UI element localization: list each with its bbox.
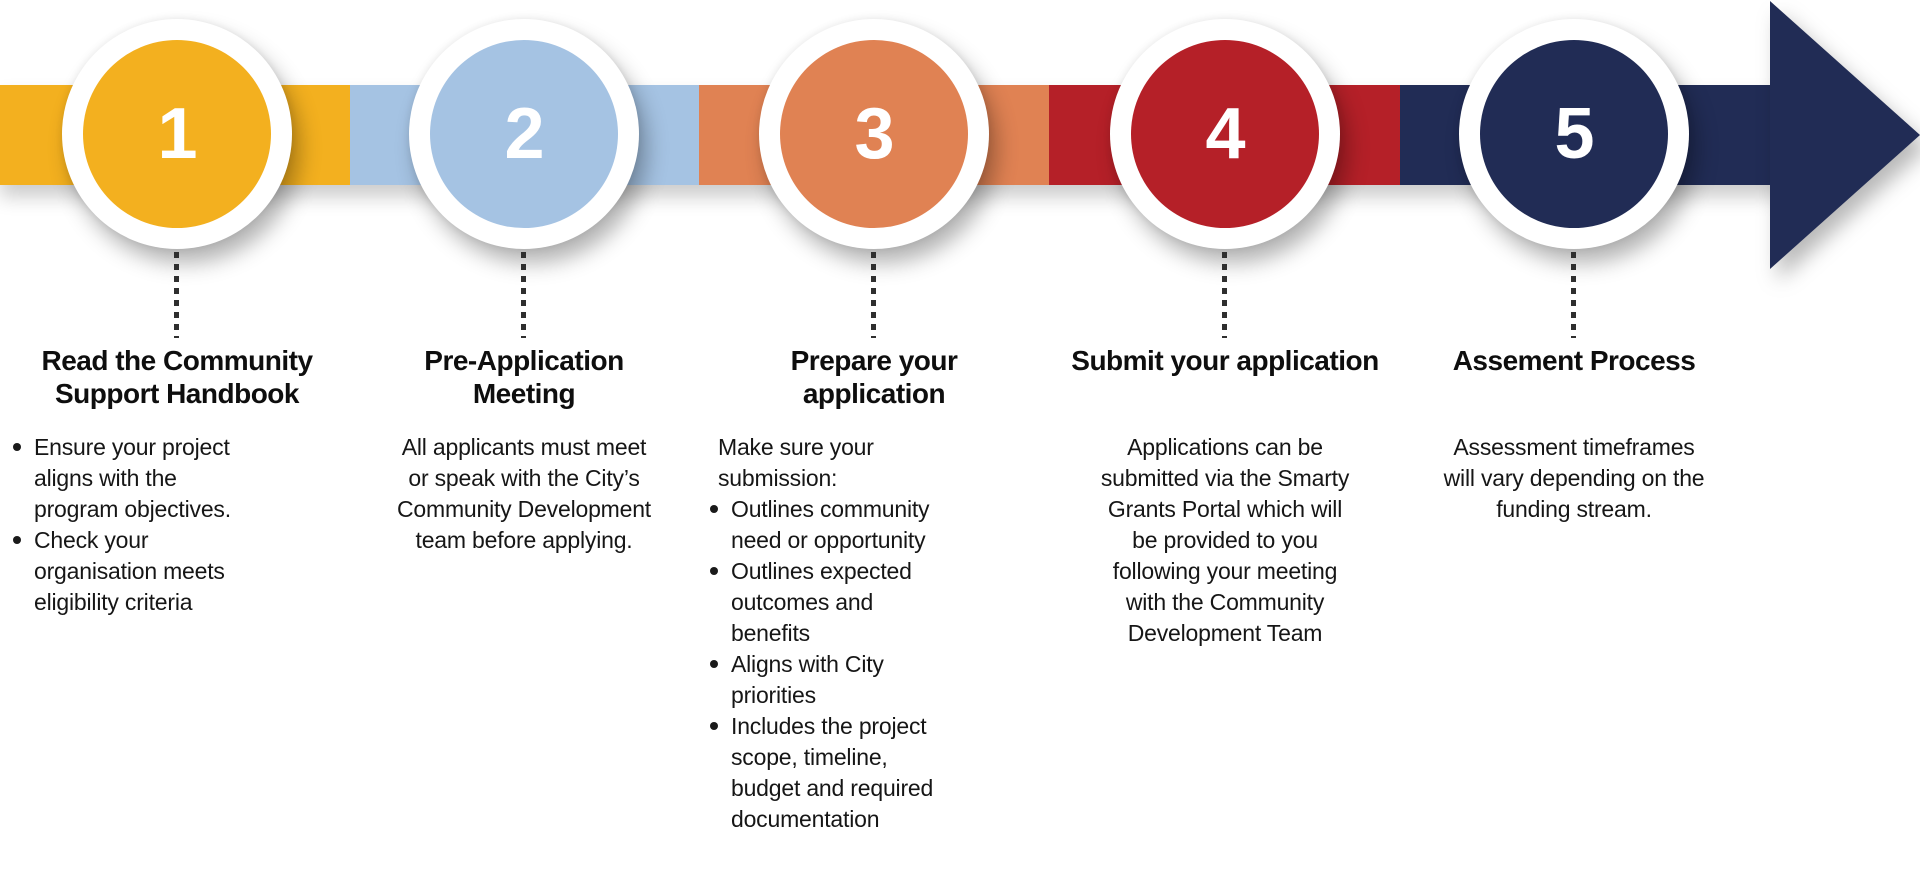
- dotted-connector-1: [174, 252, 179, 338]
- step-4-body: Applications can be submitted via the Sm…: [1055, 432, 1395, 649]
- arrow-head-wrapper: [1770, 1, 1920, 269]
- step-circle-5: 5: [1459, 19, 1689, 249]
- step-circle-2: 2: [409, 19, 639, 249]
- step-number-2: 2: [504, 94, 544, 174]
- step-3-bullet: Outlines community need or opportunity: [704, 494, 1044, 556]
- step-1-bullet: Check your organisation meets eligibilit…: [7, 525, 347, 618]
- step-number-3: 3: [854, 94, 894, 174]
- step-4-title: Submit your application: [1071, 345, 1379, 376]
- step-number-5: 5: [1554, 94, 1594, 174]
- step-1-bullet: Ensure your project aligns with the prog…: [7, 432, 347, 525]
- step-1-title: Read the Community Support Handbook: [41, 345, 313, 409]
- step-3-bullet: Outlines expected outcomes and benefits: [704, 556, 1044, 649]
- step-circle-1-fill: 1: [83, 40, 271, 228]
- step-1-body: Ensure your project aligns with the prog…: [7, 432, 347, 618]
- dotted-connector-2: [521, 252, 526, 338]
- step-3-bullet: Includes the project scope, timeline, bu…: [704, 711, 1044, 835]
- step-3-body: Make sure your submission: Outlines comm…: [704, 432, 1044, 835]
- step-5-title: Assement Process: [1452, 345, 1696, 376]
- step-2-title: Pre-Application Meeting: [424, 345, 624, 409]
- step-circle-5-fill: 5: [1480, 40, 1668, 228]
- step-circle-4: 4: [1110, 19, 1340, 249]
- dotted-connector-4: [1222, 252, 1227, 338]
- step-number-1: 1: [157, 94, 197, 174]
- step-circle-2-fill: 2: [430, 40, 618, 228]
- dotted-connector-5: [1571, 252, 1576, 338]
- step-5-paragraph: Assessment timeframes will vary dependin…: [1443, 434, 1705, 522]
- step-2-paragraph: All applicants must meet or speak with t…: [396, 434, 651, 553]
- step-circle-3-fill: 3: [780, 40, 968, 228]
- step-5-body: Assessment timeframes will vary dependin…: [1404, 432, 1744, 525]
- step-3-intro: Make sure your submission:: [718, 434, 874, 491]
- step-1-bullet-list: Ensure your project aligns with the prog…: [7, 432, 347, 618]
- step-circle-4-fill: 4: [1131, 40, 1319, 228]
- step-3-title: Prepare your application: [790, 345, 958, 409]
- step-3-bullet: Aligns with City priorities: [704, 649, 1044, 711]
- step-circle-1: 1: [62, 19, 292, 249]
- step-4-paragraph: Applications can be submitted via the Sm…: [1100, 434, 1350, 646]
- step-number-4: 4: [1205, 94, 1245, 174]
- arrow-head-icon: [1770, 1, 1920, 269]
- dotted-connector-3: [871, 252, 876, 338]
- step-circle-3: 3: [759, 19, 989, 249]
- step-3-bullet-list: Outlines community need or opportunity O…: [704, 494, 1044, 835]
- step-2-body: All applicants must meet or speak with t…: [354, 432, 694, 556]
